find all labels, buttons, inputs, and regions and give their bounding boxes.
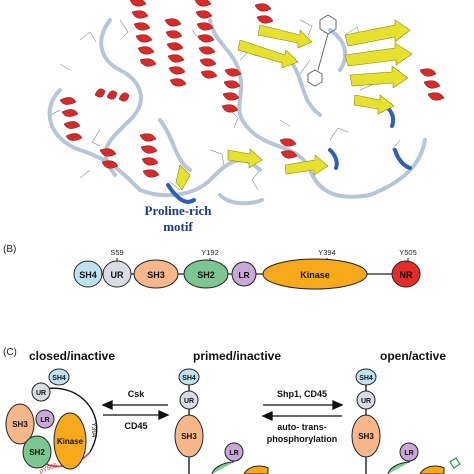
arrow-auto-label-1: auto- trans-	[277, 422, 327, 432]
domain-lr	[231, 261, 257, 287]
primed-lr-label: LR	[229, 450, 238, 457]
site-y394: Y394	[318, 248, 336, 257]
closed-lr	[35, 409, 55, 429]
arrows-right	[261, 399, 344, 422]
state-primed-title: primed/inactive	[193, 349, 281, 363]
site-s59: S59	[110, 248, 123, 257]
domain-ur-label: UR	[111, 270, 124, 280]
domain-sh2-label: SH2	[197, 270, 215, 280]
closed-y394-label: Y394	[90, 422, 97, 438]
primed-sh4-label: SH4	[182, 375, 196, 382]
domain-sh4	[73, 260, 103, 288]
open-sh4-label: SH4	[359, 375, 373, 382]
ligand-rings	[307, 14, 337, 87]
loop-coils	[47, 18, 427, 206]
closed-ur	[31, 382, 51, 402]
beta-sheets	[175, 19, 413, 191]
panel-b-domains: (B) S59 Y192 Y394 Y505 SH4 UR SH3 SH2 LR…	[3, 244, 421, 290]
panel-a-structure: Proline-rich motif	[47, 0, 445, 234]
open-sh3-label: SH3	[358, 432, 374, 441]
closed-sh3-label: SH3	[12, 420, 28, 429]
closed-assembly: SH4 UR SH3 LR SH2 Kinase Y394 pY505	[5, 368, 98, 474]
open-sh3	[351, 414, 381, 458]
domain-ur	[102, 260, 132, 288]
open-lr	[399, 442, 419, 462]
arrow-cd45-label: CD45	[124, 421, 147, 431]
open-sh4	[355, 368, 377, 386]
proline-motif-label-1: Proline-rich	[145, 203, 213, 218]
closed-sh2	[22, 435, 52, 469]
arrow-shp1-label: Shp1, CD45	[277, 389, 327, 399]
domain-lr-label: LR	[238, 270, 249, 280]
domain-kinase-label: Kinase	[300, 270, 330, 280]
site-y192: Y192	[201, 248, 219, 257]
primed-sh3	[174, 414, 204, 458]
panel-b-tag: (B)	[3, 244, 16, 255]
domain-sh3-label: SH3	[147, 270, 165, 280]
state-closed-title: closed/inactive	[29, 349, 115, 363]
closed-ur-label: UR	[36, 390, 46, 397]
domain-sh2	[183, 259, 229, 289]
closed-sh4-label: SH4	[52, 375, 66, 382]
closed-sh4	[48, 368, 70, 386]
open-ur	[356, 390, 376, 410]
open-lr-label: LR	[404, 450, 413, 457]
arrows-left	[101, 399, 170, 421]
closed-lr-label: LR	[40, 417, 49, 424]
proline-motif-label-2: motif	[163, 219, 193, 234]
open-ur-label: UR	[361, 398, 371, 405]
closed-sh3	[5, 403, 35, 445]
primed-lr	[224, 442, 244, 462]
closed-kinase	[53, 412, 87, 470]
primed-sh4	[178, 368, 200, 386]
arrow-csk-label: Csk	[128, 389, 146, 399]
open-assembly: SH4 UR SH3 LR	[351, 368, 461, 474]
primed-assembly: SH4 UR SH3 LR	[174, 368, 269, 474]
closed-sh2-label: SH2	[29, 448, 45, 457]
primed-ur-label: UR	[184, 398, 194, 405]
state-open-title: open/active	[380, 349, 446, 363]
domain-kinase	[262, 258, 368, 290]
domain-nr-label: NR	[400, 270, 413, 280]
domain-sh3	[133, 259, 179, 289]
site-y505: Y505	[399, 248, 417, 257]
panel-c-states: (C) closed/inactive primed/inactive open…	[3, 347, 461, 474]
closed-kinase-label: Kinase	[57, 437, 84, 446]
arrow-auto-label-2: phosphorylation	[267, 434, 338, 444]
panel-c-tag: (C)	[3, 347, 17, 358]
alpha-helices	[59, 0, 445, 178]
domain-sh4-label: SH4	[79, 270, 97, 280]
primed-sh3-label: SH3	[181, 432, 197, 441]
domain-nr	[391, 260, 421, 288]
primed-ur	[179, 390, 199, 410]
